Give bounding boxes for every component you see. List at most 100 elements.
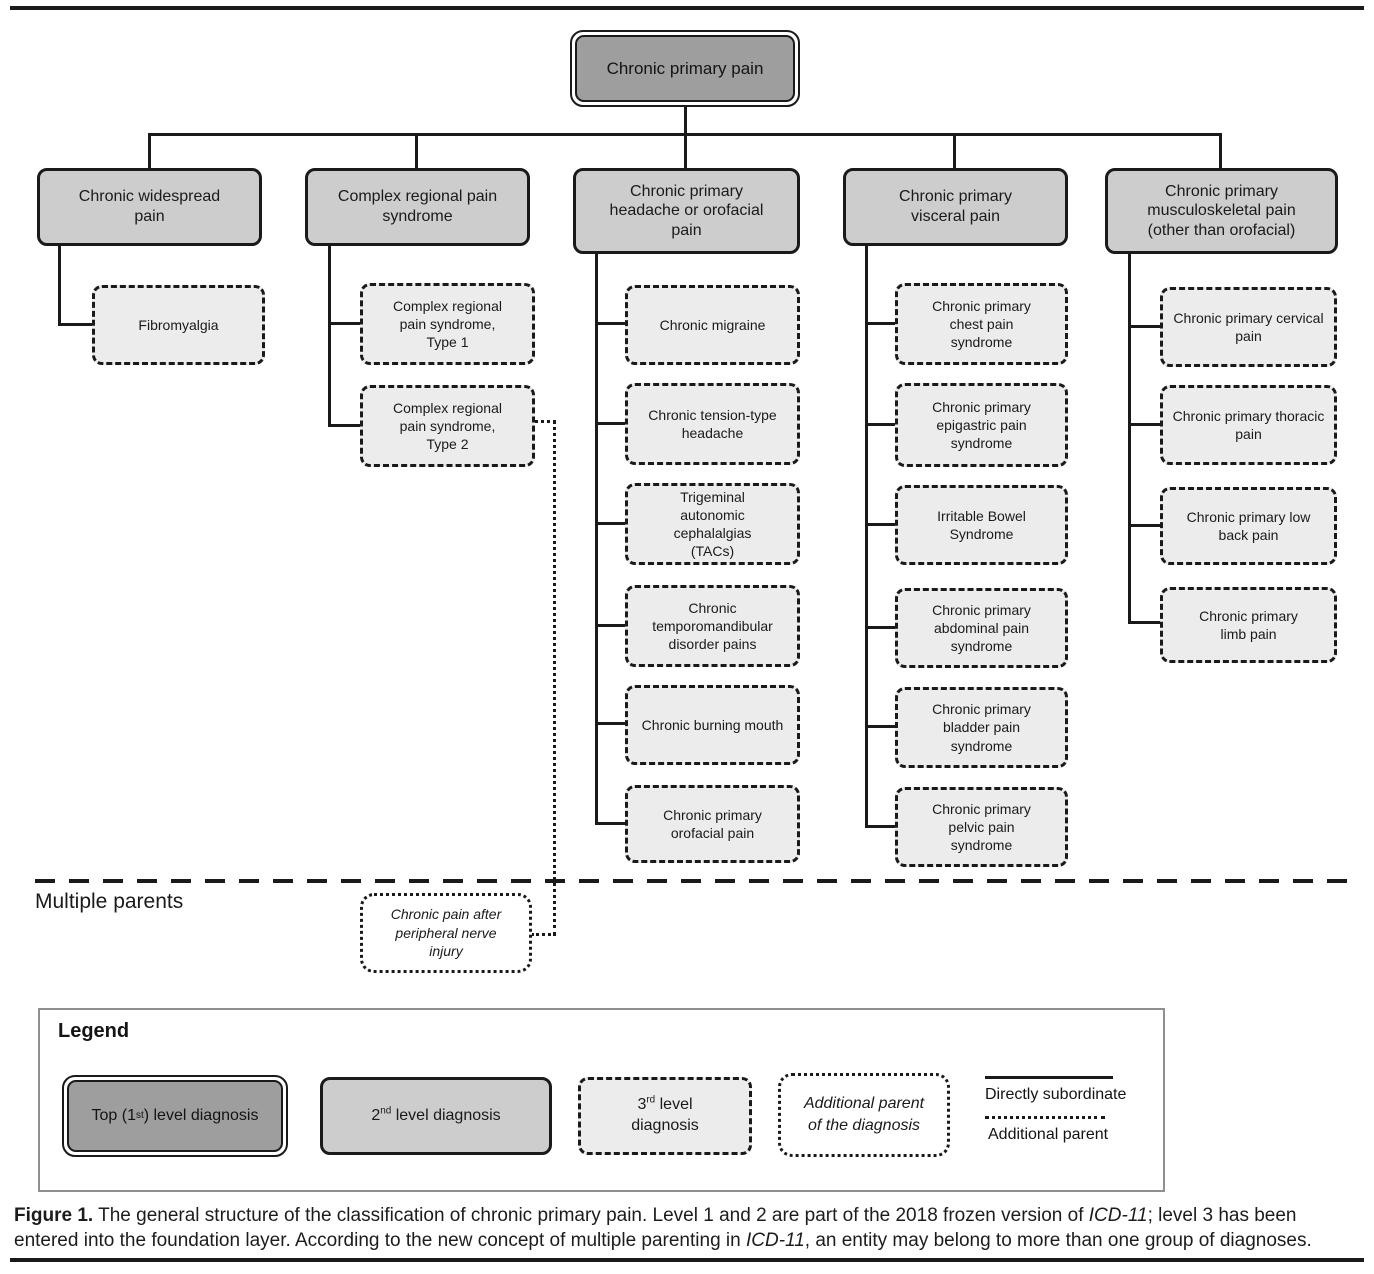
legend-label-directly-subordinate: Directly subordinate	[985, 1086, 1127, 1103]
node-irritable-bowel-syndrome: Irritable Bowel Syndrome	[895, 485, 1068, 565]
node-label: Chronic primary visceral pain	[899, 188, 1012, 225]
legend-swatch-label: Additional parent of the diagnosis	[803, 1095, 925, 1134]
node-label: Chronic burning mouth	[641, 716, 784, 733]
caption-text: The general structure of the classificat…	[93, 1205, 1089, 1226]
node-complex-regional-pain-syndrome: Complex regional pain syndrome	[305, 168, 530, 246]
stub-col4-2	[865, 423, 895, 426]
node-pelvic-pain-syndrome: Chronic primary pelvic pain syndrome	[895, 787, 1068, 867]
node-label: Complex regional pain syndrome, Type 2	[393, 399, 502, 453]
legend-label-part: 3	[637, 1096, 647, 1114]
node-label: Chronic primary limb pain	[1199, 607, 1298, 642]
connector-drop-col5	[1219, 135, 1222, 168]
legend-line-directly-subordinate	[985, 1076, 1113, 1079]
stub-col4-1	[865, 322, 895, 325]
caption-figure-label: Figure 1.	[14, 1205, 94, 1226]
legend-label-sup: nd	[380, 1105, 392, 1117]
legend-label-part: ) level diagnosis	[143, 1107, 259, 1124]
connector-dotted-vertical	[553, 420, 556, 936]
stub-col3-2	[595, 422, 625, 425]
stub-col5-1	[1128, 325, 1160, 328]
stub-col4-5	[865, 725, 895, 728]
node-label: Chronic primary thoracic pain	[1172, 407, 1325, 442]
legend-swatch-label: 2nd level diagnosis	[371, 1106, 500, 1126]
node-chronic-migraine: Chronic migraine	[625, 285, 800, 365]
node-label: Chronic primary low back pain	[1186, 508, 1311, 543]
node-chest-pain-syndrome: Chronic primary chest pain syndrome	[895, 283, 1068, 365]
node-low-back-pain: Chronic primary low back pain	[1160, 487, 1337, 565]
trunk-col5	[1128, 254, 1131, 624]
stub-col5-2	[1128, 423, 1160, 426]
stub-col3-5	[595, 722, 625, 725]
rule-top	[10, 6, 1364, 10]
node-crps-type-2: Complex regional pain syndrome, Type 2	[360, 385, 535, 467]
connector-drop-col2	[415, 135, 418, 168]
connector-drop-col1	[148, 135, 151, 168]
connector-dotted-into-node	[531, 933, 556, 936]
node-chronic-primary-visceral-pain: Chronic primary visceral pain	[843, 168, 1068, 246]
node-chronic-primary-pain: Chronic primary pain	[570, 30, 800, 107]
node-chronic-primary-orofacial-pain: Chronic primary orofacial pain	[625, 785, 800, 863]
figure-caption: Figure 1. The general structure of the c…	[14, 1203, 1362, 1253]
legend-label-additional-parent: Additional parent	[988, 1126, 1109, 1143]
connector-bus	[148, 133, 1222, 136]
stub-col1-fibromyalgia	[58, 323, 92, 326]
node-label: Chronic primary abdominal pain syndrome	[932, 601, 1031, 655]
node-label: Chronic pain after peripheral nerve inju…	[390, 905, 502, 960]
stub-col3-4	[595, 624, 625, 627]
connector-root-drop	[684, 107, 687, 134]
legend-swatch-additional-parent: Additional parent of the diagnosis	[778, 1073, 950, 1157]
stub-col4-6	[865, 825, 895, 828]
node-chronic-pain-after-peripheral-nerve-injury: Chronic pain after peripheral nerve inju…	[360, 893, 532, 973]
node-abdominal-pain-syndrome: Chronic primary abdominal pain syndrome	[895, 588, 1068, 668]
rule-bottom	[10, 1258, 1364, 1262]
node-crps-type-1: Complex regional pain syndrome, Type 1	[360, 283, 535, 365]
stub-col3-1	[595, 322, 625, 325]
node-chronic-primary-headache-orofacial-pain: Chronic primary headache or orofacial pa…	[573, 168, 800, 254]
stub-col5-4	[1128, 621, 1160, 624]
legend-label-sup: rd	[646, 1094, 656, 1106]
caption-text: ; level 3 has been entered into the foun…	[14, 1205, 1297, 1251]
legend-label-part: Top (1	[91, 1107, 136, 1124]
node-fibromyalgia: Fibromyalgia	[92, 285, 265, 365]
connector-drop-col4	[953, 135, 956, 168]
legend-swatch-label: 3rd level diagnosis	[610, 1095, 720, 1137]
node-label: Chronic primary pain	[575, 35, 795, 102]
node-cervical-pain: Chronic primary cervical pain	[1160, 287, 1337, 367]
trunk-col4	[865, 246, 868, 828]
legend-label-part: level diagnosis	[391, 1107, 501, 1125]
connector-dotted-from-crps2	[535, 420, 556, 423]
trunk-col2	[328, 246, 331, 427]
trunk-col1	[58, 246, 61, 326]
node-chronic-tension-type-headache: Chronic tension-type headache	[625, 383, 800, 465]
node-label: Chronic primary headache or orofacial pa…	[609, 182, 764, 239]
node-epigastric-pain-syndrome: Chronic primary epigastric pain syndrome	[895, 383, 1068, 467]
legend-swatch-third-level: 3rd level diagnosis	[578, 1077, 752, 1155]
stub-col4-4	[865, 626, 895, 629]
node-thoracic-pain: Chronic primary thoracic pain	[1160, 385, 1337, 465]
node-label: Irritable Bowel Syndrome	[937, 507, 1026, 542]
stub-col5-3	[1128, 524, 1160, 527]
node-label: Chronic tension-type headache	[648, 406, 777, 441]
node-label: Chronic primary pelvic pain syndrome	[932, 800, 1031, 854]
caption-italic: ICD-11	[745, 1230, 805, 1251]
node-label: Trigeminal autonomic cephalalgias (TACs)	[673, 488, 752, 560]
legend-title: Legend	[58, 1020, 130, 1042]
node-label: Fibromyalgia	[138, 316, 219, 333]
node-label: Chronic primary orofacial pain	[663, 806, 762, 841]
stub-col3-3	[595, 522, 625, 525]
caption-italic: ICD-11	[1088, 1205, 1148, 1226]
node-tacs: Trigeminal autonomic cephalalgias (TACs)	[625, 483, 800, 565]
legend-label-part: 2	[371, 1107, 381, 1125]
legend-label-part: level diagnosis	[631, 1096, 699, 1134]
connector-drop-col3	[684, 135, 687, 168]
node-label: Complex regional pain syndrome, Type 1	[393, 297, 502, 351]
trunk-col3	[595, 254, 598, 825]
node-chronic-tmd-pains: Chronic temporomandibular disorder pains	[625, 585, 800, 667]
stub-col4-3	[865, 523, 895, 526]
node-chronic-primary-musculoskeletal-pain: Chronic primary musculoskeletal pain (ot…	[1105, 168, 1338, 254]
legend-line-additional-parent	[985, 1116, 1105, 1119]
node-chronic-widespread-pain: Chronic widespread pain	[37, 168, 262, 246]
